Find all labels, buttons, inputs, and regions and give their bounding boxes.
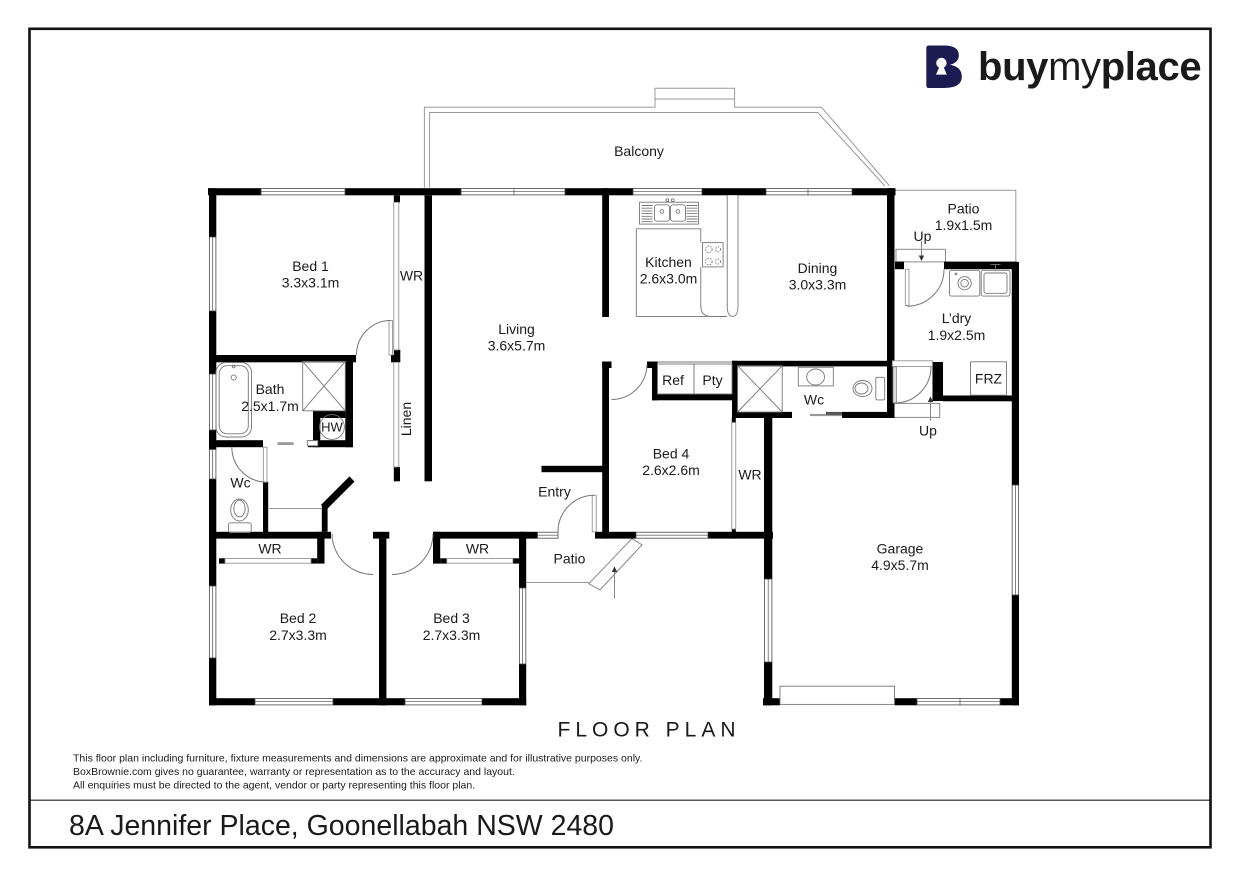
svg-text:WR: WR — [258, 541, 281, 557]
svg-text:Living: Living — [498, 321, 535, 337]
svg-text:Up: Up — [919, 423, 937, 439]
svg-text:Garage: Garage — [877, 541, 924, 557]
svg-text:Bath: Bath — [256, 381, 285, 397]
svg-text:WR: WR — [400, 268, 423, 284]
svg-text:1.9x1.5m: 1.9x1.5m — [935, 217, 993, 233]
svg-text:2.7x3.3m: 2.7x3.3m — [269, 627, 327, 643]
svg-text:8A Jennifer Place, Goonellabah: 8A Jennifer Place, Goonellabah NSW 2480 — [69, 810, 614, 842]
svg-text:L’dry: L’dry — [942, 310, 972, 326]
svg-text:FRZ: FRZ — [975, 371, 1003, 387]
svg-text:Ref: Ref — [662, 372, 684, 388]
svg-text:This floor plan including furn: This floor plan including furniture, fix… — [73, 753, 642, 765]
svg-text:2.6x3.0m: 2.6x3.0m — [640, 271, 698, 287]
svg-text:Bed 3: Bed 3 — [433, 610, 470, 626]
svg-text:Entry: Entry — [538, 484, 571, 500]
svg-text:Up: Up — [914, 228, 932, 244]
svg-text:Kitchen: Kitchen — [645, 254, 692, 270]
svg-text:Wc: Wc — [804, 392, 824, 408]
svg-text:WR: WR — [466, 541, 489, 557]
svg-text:Bed 4: Bed 4 — [653, 446, 690, 462]
svg-text:3.6x5.7m: 3.6x5.7m — [488, 338, 546, 354]
svg-text:3.0x3.3m: 3.0x3.3m — [789, 277, 847, 293]
svg-text:2.7x3.3m: 2.7x3.3m — [423, 627, 481, 643]
svg-text:WR: WR — [738, 467, 761, 483]
svg-text:Dining: Dining — [798, 260, 838, 276]
svg-text:4.9x5.7m: 4.9x5.7m — [871, 557, 929, 573]
svg-text:buymyplace: buymyplace — [978, 45, 1201, 89]
svg-text:2.6x2.6m: 2.6x2.6m — [642, 462, 700, 478]
svg-text:Patio: Patio — [554, 551, 586, 567]
svg-text:HW: HW — [321, 420, 343, 435]
svg-text:BoxBrownie.com gives no guaran: BoxBrownie.com gives no guarantee, warra… — [73, 766, 515, 778]
svg-text:Balcony: Balcony — [614, 143, 664, 159]
svg-text:All enquiries must be directed: All enquiries must be directed to the ag… — [73, 780, 475, 792]
svg-text:Pty: Pty — [702, 372, 722, 388]
svg-text:Bed 2: Bed 2 — [280, 610, 317, 626]
svg-text:FLOOR PLAN: FLOOR PLAN — [558, 719, 741, 742]
svg-text:Bed 1: Bed 1 — [292, 258, 329, 274]
svg-text:1.9x2.5m: 1.9x2.5m — [928, 327, 986, 343]
svg-text:Patio: Patio — [948, 201, 980, 217]
svg-text:Linen: Linen — [398, 402, 414, 436]
svg-text:3.3x3.1m: 3.3x3.1m — [282, 275, 340, 291]
svg-text:Wc: Wc — [230, 475, 250, 491]
svg-text:2.5x1.7m: 2.5x1.7m — [241, 398, 299, 414]
